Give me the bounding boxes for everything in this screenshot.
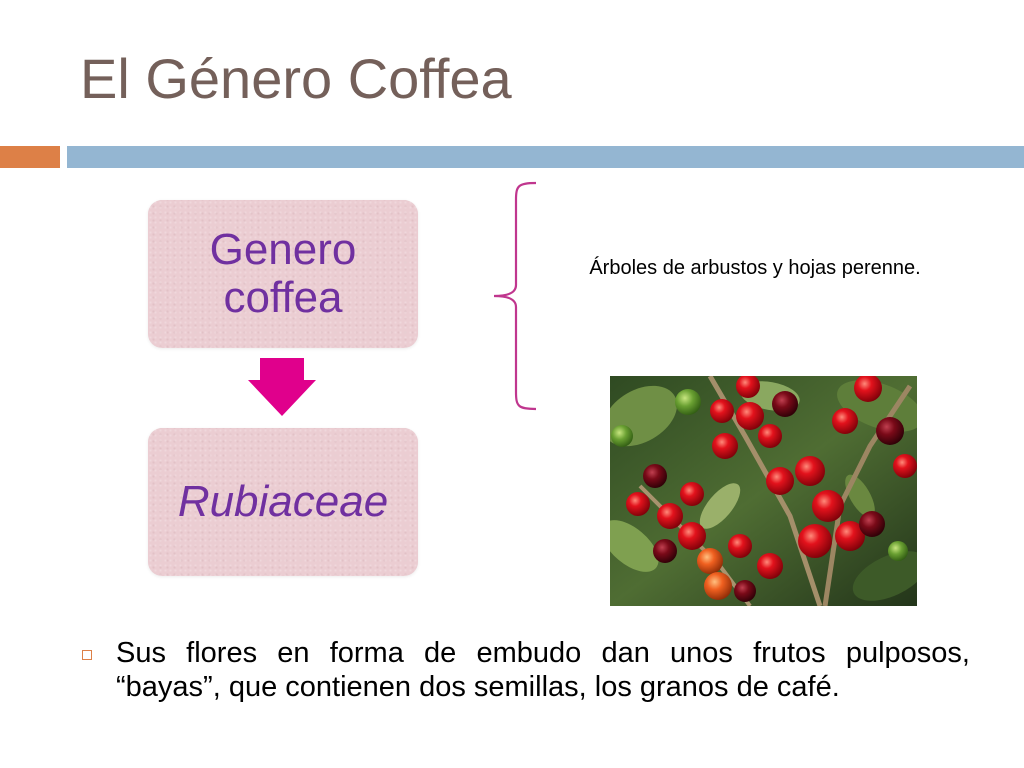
family-label: Rubiaceae	[177, 477, 389, 526]
down-arrow-icon	[248, 358, 316, 416]
coffee-cherries-photo	[610, 376, 917, 606]
bullet-text: Sus flores en forma de embudo dan unos f…	[116, 637, 970, 703]
accent-bar-orange	[0, 146, 60, 168]
genus-label: Genero coffea	[209, 224, 357, 322]
left-curly-brace-icon	[493, 181, 537, 411]
accent-bar-blue	[67, 146, 1024, 168]
genus-box: Genero coffea	[148, 200, 418, 348]
slide-title: El Género Coffea	[80, 47, 512, 110]
square-bullet-icon	[82, 650, 92, 660]
genus-description: Árboles de arbustos y hojas perenne.	[589, 257, 921, 279]
family-box: Rubiaceae	[148, 428, 418, 576]
